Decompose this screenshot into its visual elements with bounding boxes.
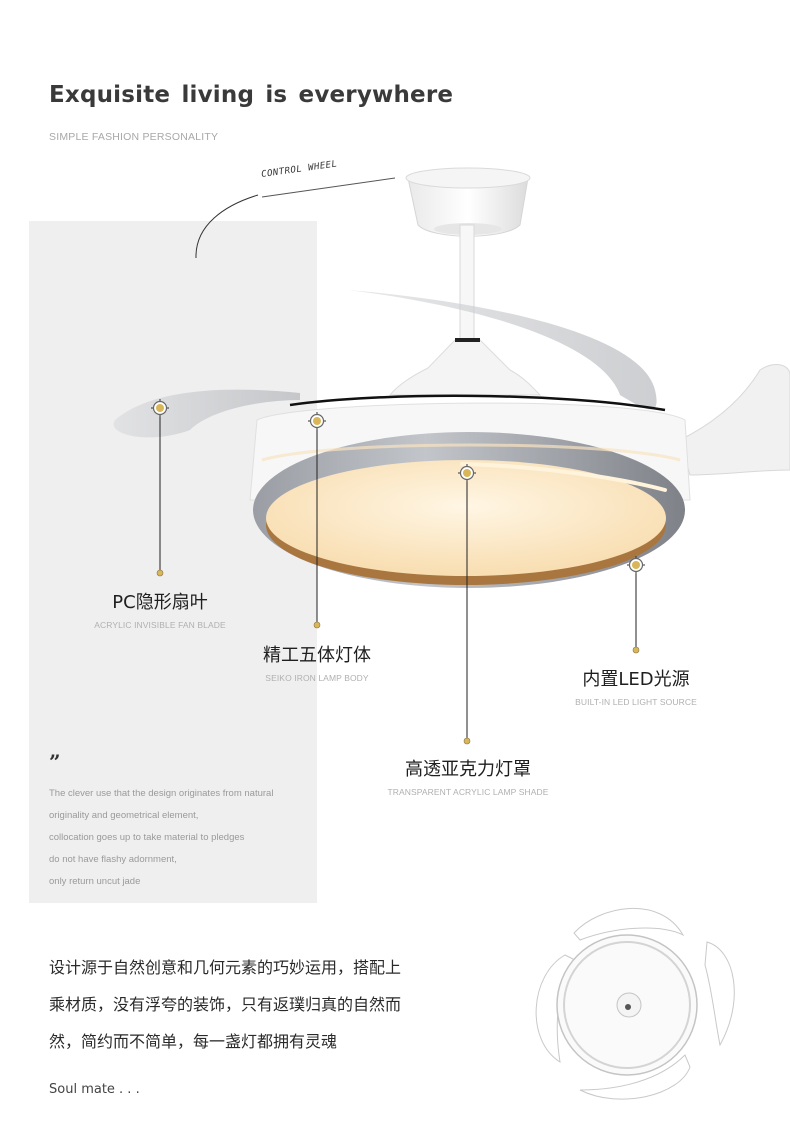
callout-title: PC隐形扇叶 xyxy=(112,592,208,613)
description-line: 乘材质，没有浮夸的装饰，只有返璞归真的自然而 xyxy=(49,995,402,1014)
description-line: 设计源于自然创意和几何元素的巧妙运用，搭配上 xyxy=(49,958,402,977)
callout-title: 内置LED光源 xyxy=(582,669,690,690)
callout-title: 精工五体灯体 xyxy=(263,645,371,666)
callout-fan-blade: PC隐形扇叶 ACRYLIC INVISIBLE FAN BLADE xyxy=(60,588,260,630)
page-title: Exquisite living is everywhere xyxy=(49,82,454,108)
callout-subtitle: SEIKO IRON LAMP BODY xyxy=(265,673,369,683)
callout-subtitle: TRANSPARENT ACRYLIC LAMP SHADE xyxy=(387,787,549,797)
quote-line: originality and geometrical element, xyxy=(49,810,199,821)
quote-line: The clever use that the design originate… xyxy=(49,788,274,799)
quote-line: only return uncut jade xyxy=(49,876,141,887)
tagline: Soul mate . . . xyxy=(49,1082,140,1097)
page-subtitle: SIMPLE FASHION PERSONALITY xyxy=(49,131,219,143)
callout-subtitle: ACRYLIC INVISIBLE FAN BLADE xyxy=(94,620,226,630)
callout-lamp-shade: 高透亚克力灯罩 TRANSPARENT ACRYLIC LAMP SHADE xyxy=(357,755,579,797)
description-line: 然，简约而不简单，每一盏灯都拥有灵魂 xyxy=(49,1032,338,1051)
quote-line: collocation goes up to take material to … xyxy=(49,832,245,843)
callout-title: 高透亚克力灯罩 xyxy=(405,759,531,780)
quote-mark-icon: ” xyxy=(49,750,61,774)
callout-subtitle: BUILT-IN LED LIGHT SOURCE xyxy=(575,697,697,707)
quote-line: do not have flashy adornment, xyxy=(49,854,177,865)
description-cn: 设计源于自然创意和几何元素的巧妙运用，搭配上 乘材质，没有浮夸的装饰，只有返璞归… xyxy=(49,955,401,1066)
callout-led-source: 内置LED光源 BUILT-IN LED LIGHT SOURCE xyxy=(536,665,736,707)
quote-text: The clever use that the design originate… xyxy=(49,786,273,896)
background-panel xyxy=(29,221,317,903)
callout-lamp-body: 精工五体灯体 SEIKO IRON LAMP BODY xyxy=(217,641,417,683)
